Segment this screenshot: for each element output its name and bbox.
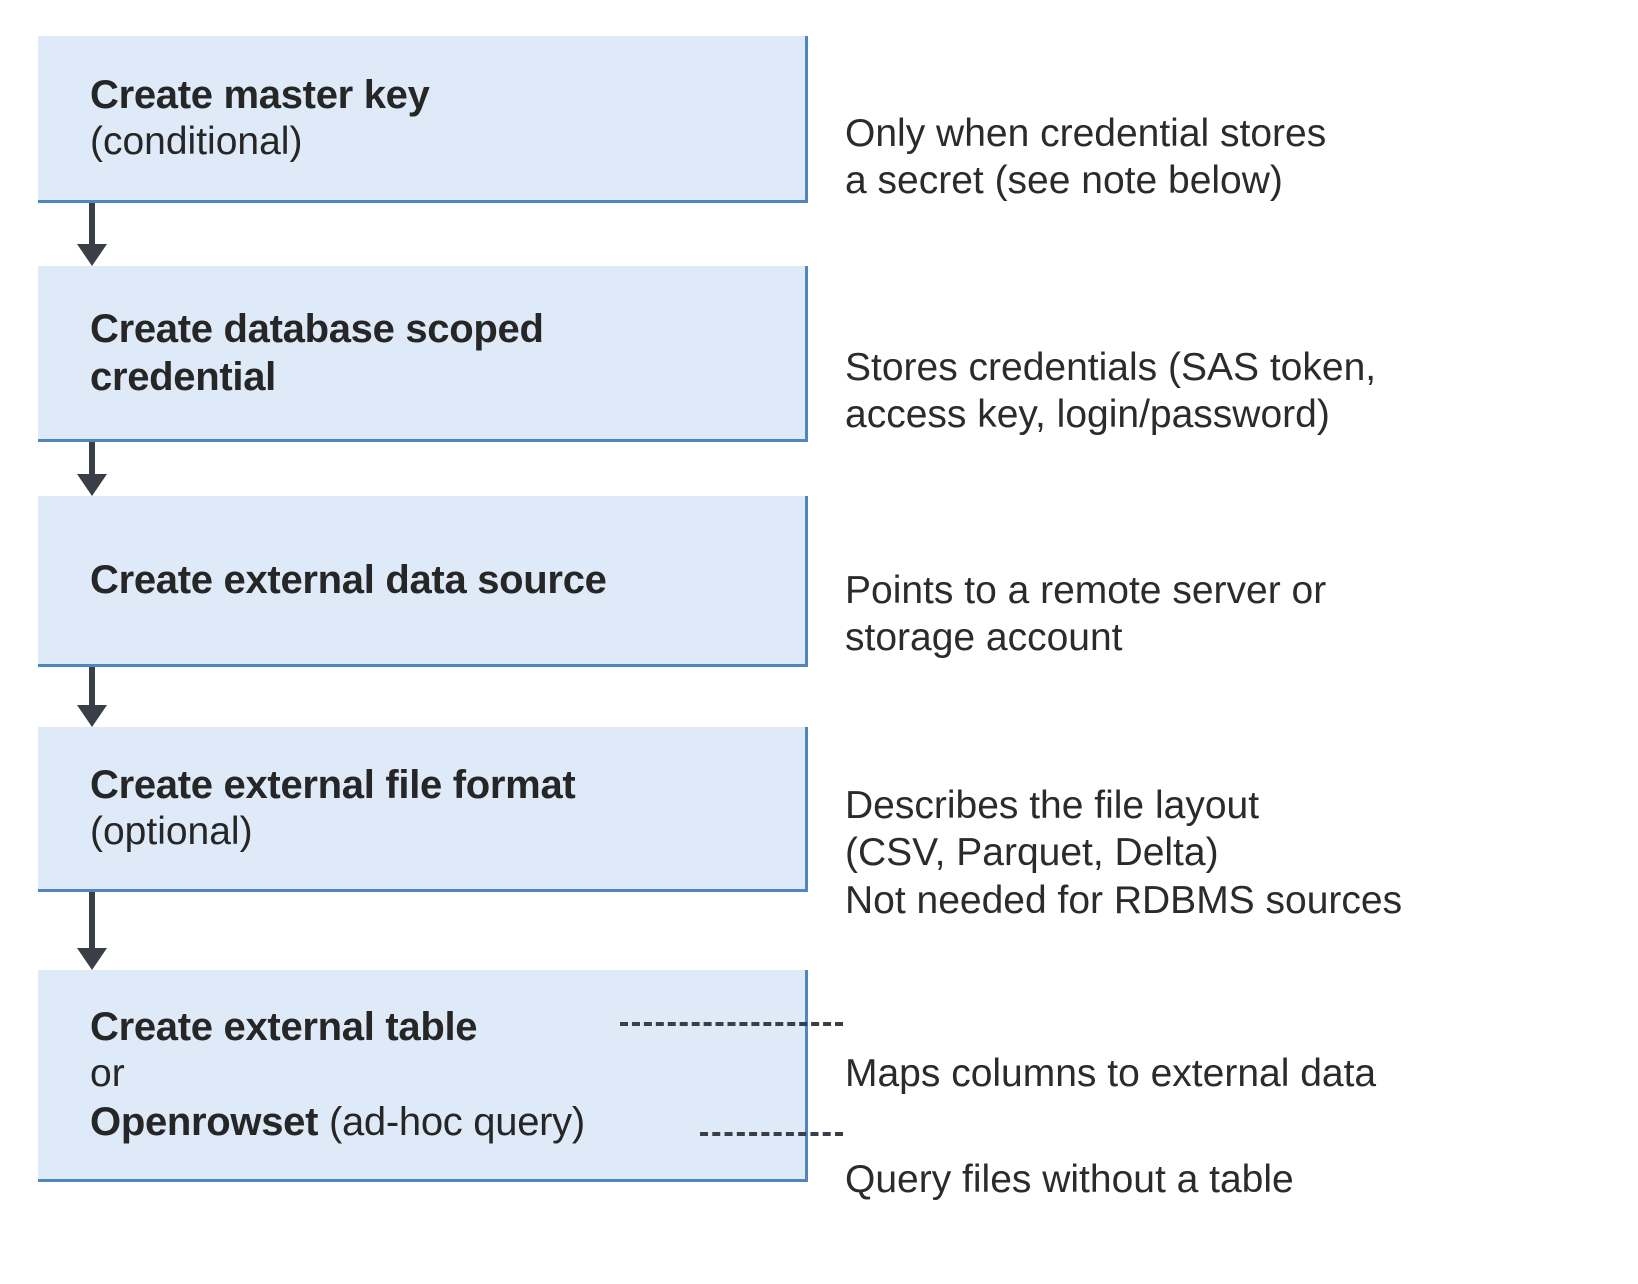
arrow-head-icon [77, 474, 107, 496]
step-title-scoped-credential: Create database scoped credential [90, 306, 544, 399]
step-box-external-table-content: Create external table or Openrowset (ad-… [38, 1003, 805, 1146]
step-note-scoped-credential-text: Stores credentials (SAS token, access ke… [845, 345, 1377, 437]
step-box-external-file-format-content: Create external file format (optional) [38, 761, 805, 856]
step-title-external-data-source: Create external data source [90, 558, 607, 602]
arrow-master-key-to-credential [77, 203, 107, 266]
step-box-master-key-content: Create master key (conditional) [38, 71, 805, 166]
step-separator-or: or [90, 1052, 125, 1096]
step-subtitle-master-key: (conditional) [90, 119, 303, 163]
step-note-scoped-credential: Stores credentials (SAS token, access ke… [845, 296, 1376, 486]
arrow-shaft [89, 667, 95, 705]
step-note-external-data-source-text: Points to a remote server or storage acc… [845, 568, 1327, 660]
step-box-external-table[interactable]: Create external table or Openrowset (ad-… [38, 970, 808, 1182]
arrow-head-icon [77, 948, 107, 970]
step-note-master-key-text: Only when credential stores a secret (se… [845, 111, 1327, 203]
arrow-file-format-to-external-table [77, 892, 107, 970]
arrow-shaft [89, 203, 95, 244]
step-note-external-file-format: Describes the file layout (CSV, Parquet,… [845, 734, 1402, 972]
dashed-connector-external-table [620, 1022, 843, 1026]
step-box-external-data-source[interactable]: Create external data source [38, 496, 808, 667]
step-note-external-table-text: Maps columns to external data [845, 1051, 1377, 1095]
step-title-master-key: Create master key [90, 72, 430, 117]
step-box-master-key[interactable]: Create master key (conditional) [38, 36, 808, 203]
step-box-external-data-source-content: Create external data source [38, 556, 805, 604]
arrow-data-source-to-file-format [77, 667, 107, 727]
arrow-shaft [89, 442, 95, 474]
arrow-head-icon [77, 244, 107, 266]
step-title-external-file-format: Create external file format [90, 762, 576, 807]
step-note-external-table: Maps columns to external data [845, 1002, 1376, 1145]
step-note-external-data-source: Points to a remote server or storage acc… [845, 519, 1326, 709]
dashed-connector-openrowset [700, 1132, 843, 1136]
step-subtitle-external-file-format: (optional) [90, 809, 253, 853]
arrow-credential-to-data-source [77, 442, 107, 496]
step-title-openrowset-line: Openrowset (ad-hoc query) [90, 1098, 791, 1146]
step-box-external-file-format[interactable]: Create external file format (optional) [38, 727, 808, 892]
arrow-head-icon [77, 705, 107, 727]
step-box-scoped-credential-content: Create database scoped credential [38, 305, 805, 401]
step-box-scoped-credential[interactable]: Create database scoped credential [38, 266, 808, 442]
step-note-external-file-format-text: Describes the file layout (CSV, Parquet,… [845, 783, 1403, 922]
step-title-openrowset-suffix: (ad-hoc query) [318, 1099, 585, 1144]
step-title-external-table: Create external table [90, 1005, 478, 1050]
step-note-openrowset-text: Query files without a table [845, 1157, 1294, 1201]
step-title-openrowset: Openrowset [90, 1099, 319, 1144]
arrow-shaft [89, 892, 95, 948]
step-note-openrowset: Query files without a table [845, 1108, 1294, 1251]
step-note-master-key: Only when credential stores a secret (se… [845, 62, 1326, 252]
